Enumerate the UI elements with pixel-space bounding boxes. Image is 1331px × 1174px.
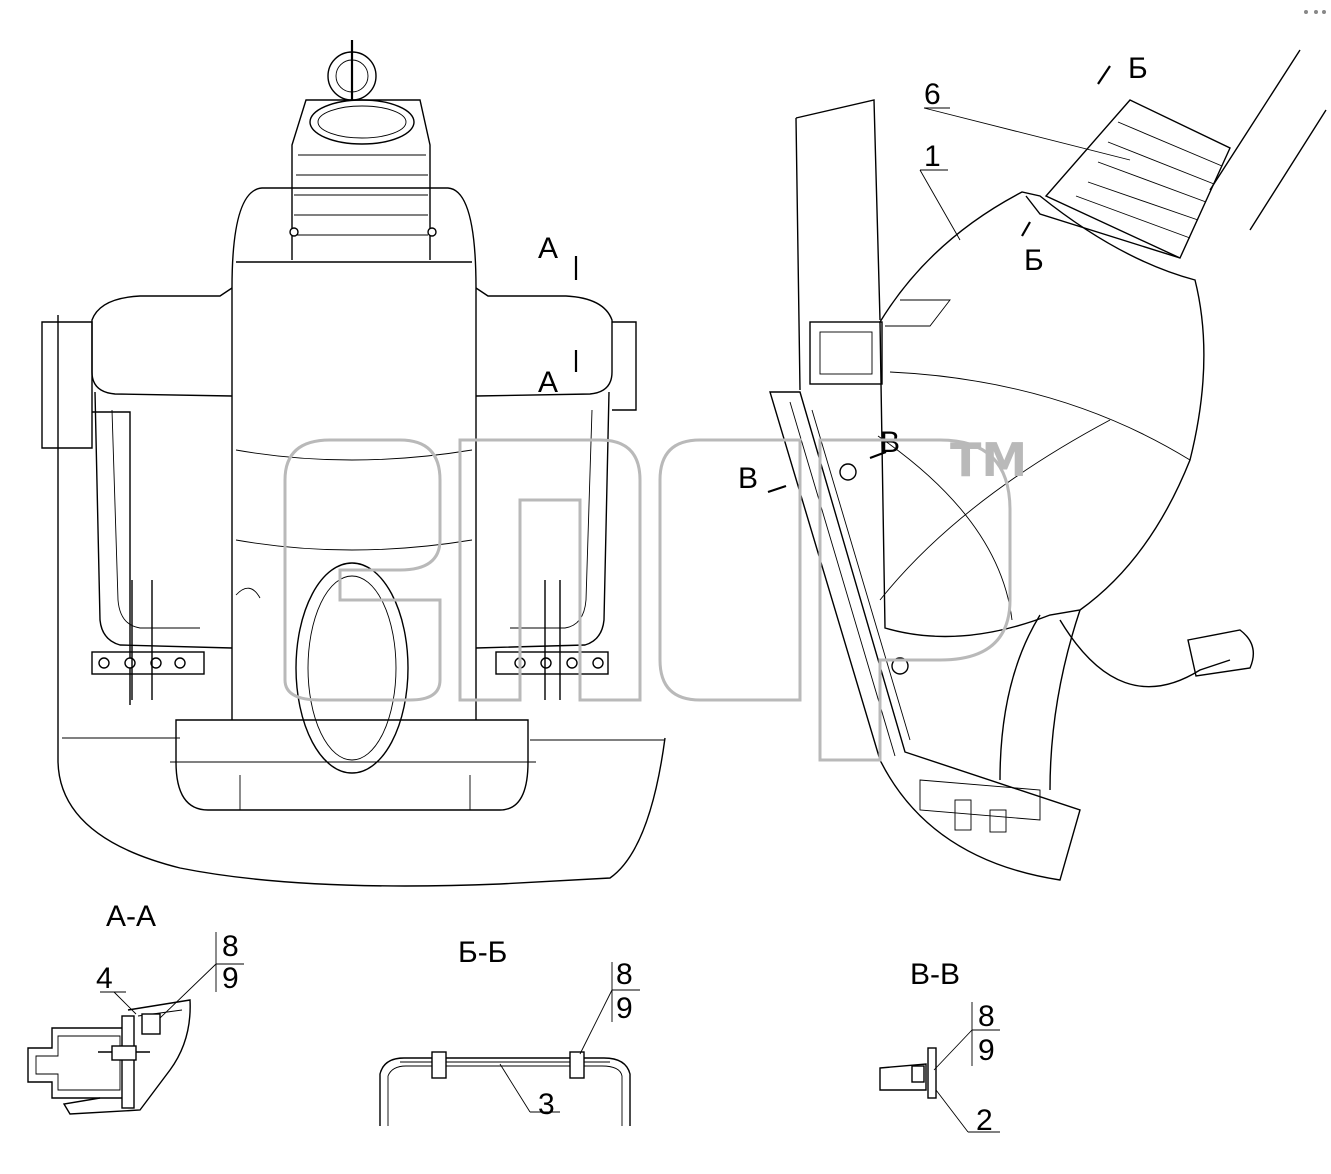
- trademark-mark: TM: [950, 433, 1027, 487]
- watermark-logo: TM: [283, 433, 1027, 762]
- cut-mark-a-top: А: [538, 232, 558, 265]
- cut-mark-v-left: В: [738, 462, 758, 495]
- cut-mark-v-right: В: [880, 426, 900, 459]
- section-vv: В-В 2 8 9: [879, 958, 1000, 1137]
- side-view: Б Б В В 6 1: [738, 49, 1327, 881]
- callout-1: 1: [924, 140, 941, 173]
- section-aa-title: А-А: [106, 900, 156, 933]
- section-bb: Б-Б 3 8 9: [379, 936, 640, 1126]
- cut-mark-b-top: Б: [1128, 52, 1148, 85]
- left-mount-plate: [91, 580, 205, 700]
- callout-3: 3: [538, 1088, 555, 1121]
- front-view: А А: [41, 40, 666, 887]
- callout-4: 4: [96, 962, 113, 995]
- callout-9-bb: 9: [616, 992, 633, 1025]
- cut-mark-b-bottom: Б: [1024, 244, 1044, 277]
- right-mount-plate: [495, 580, 609, 700]
- bellows: [1044, 99, 1231, 259]
- corner-mark: [1304, 10, 1326, 14]
- callout-9-vv: 9: [978, 1034, 995, 1067]
- callout-2: 2: [976, 1104, 993, 1137]
- callout-6: 6: [924, 78, 941, 111]
- section-bb-title: Б-Б: [458, 936, 507, 969]
- section-aa: А-А 4 8 9: [27, 900, 244, 1115]
- cut-mark-a-bottom: А: [538, 366, 558, 399]
- callout-8-bb: 8: [616, 958, 633, 991]
- callout-8-vv: 8: [978, 1000, 995, 1033]
- callout-9-aa: 9: [222, 962, 239, 995]
- callout-8-aa: 8: [222, 930, 239, 963]
- section-vv-title: В-В: [910, 958, 960, 991]
